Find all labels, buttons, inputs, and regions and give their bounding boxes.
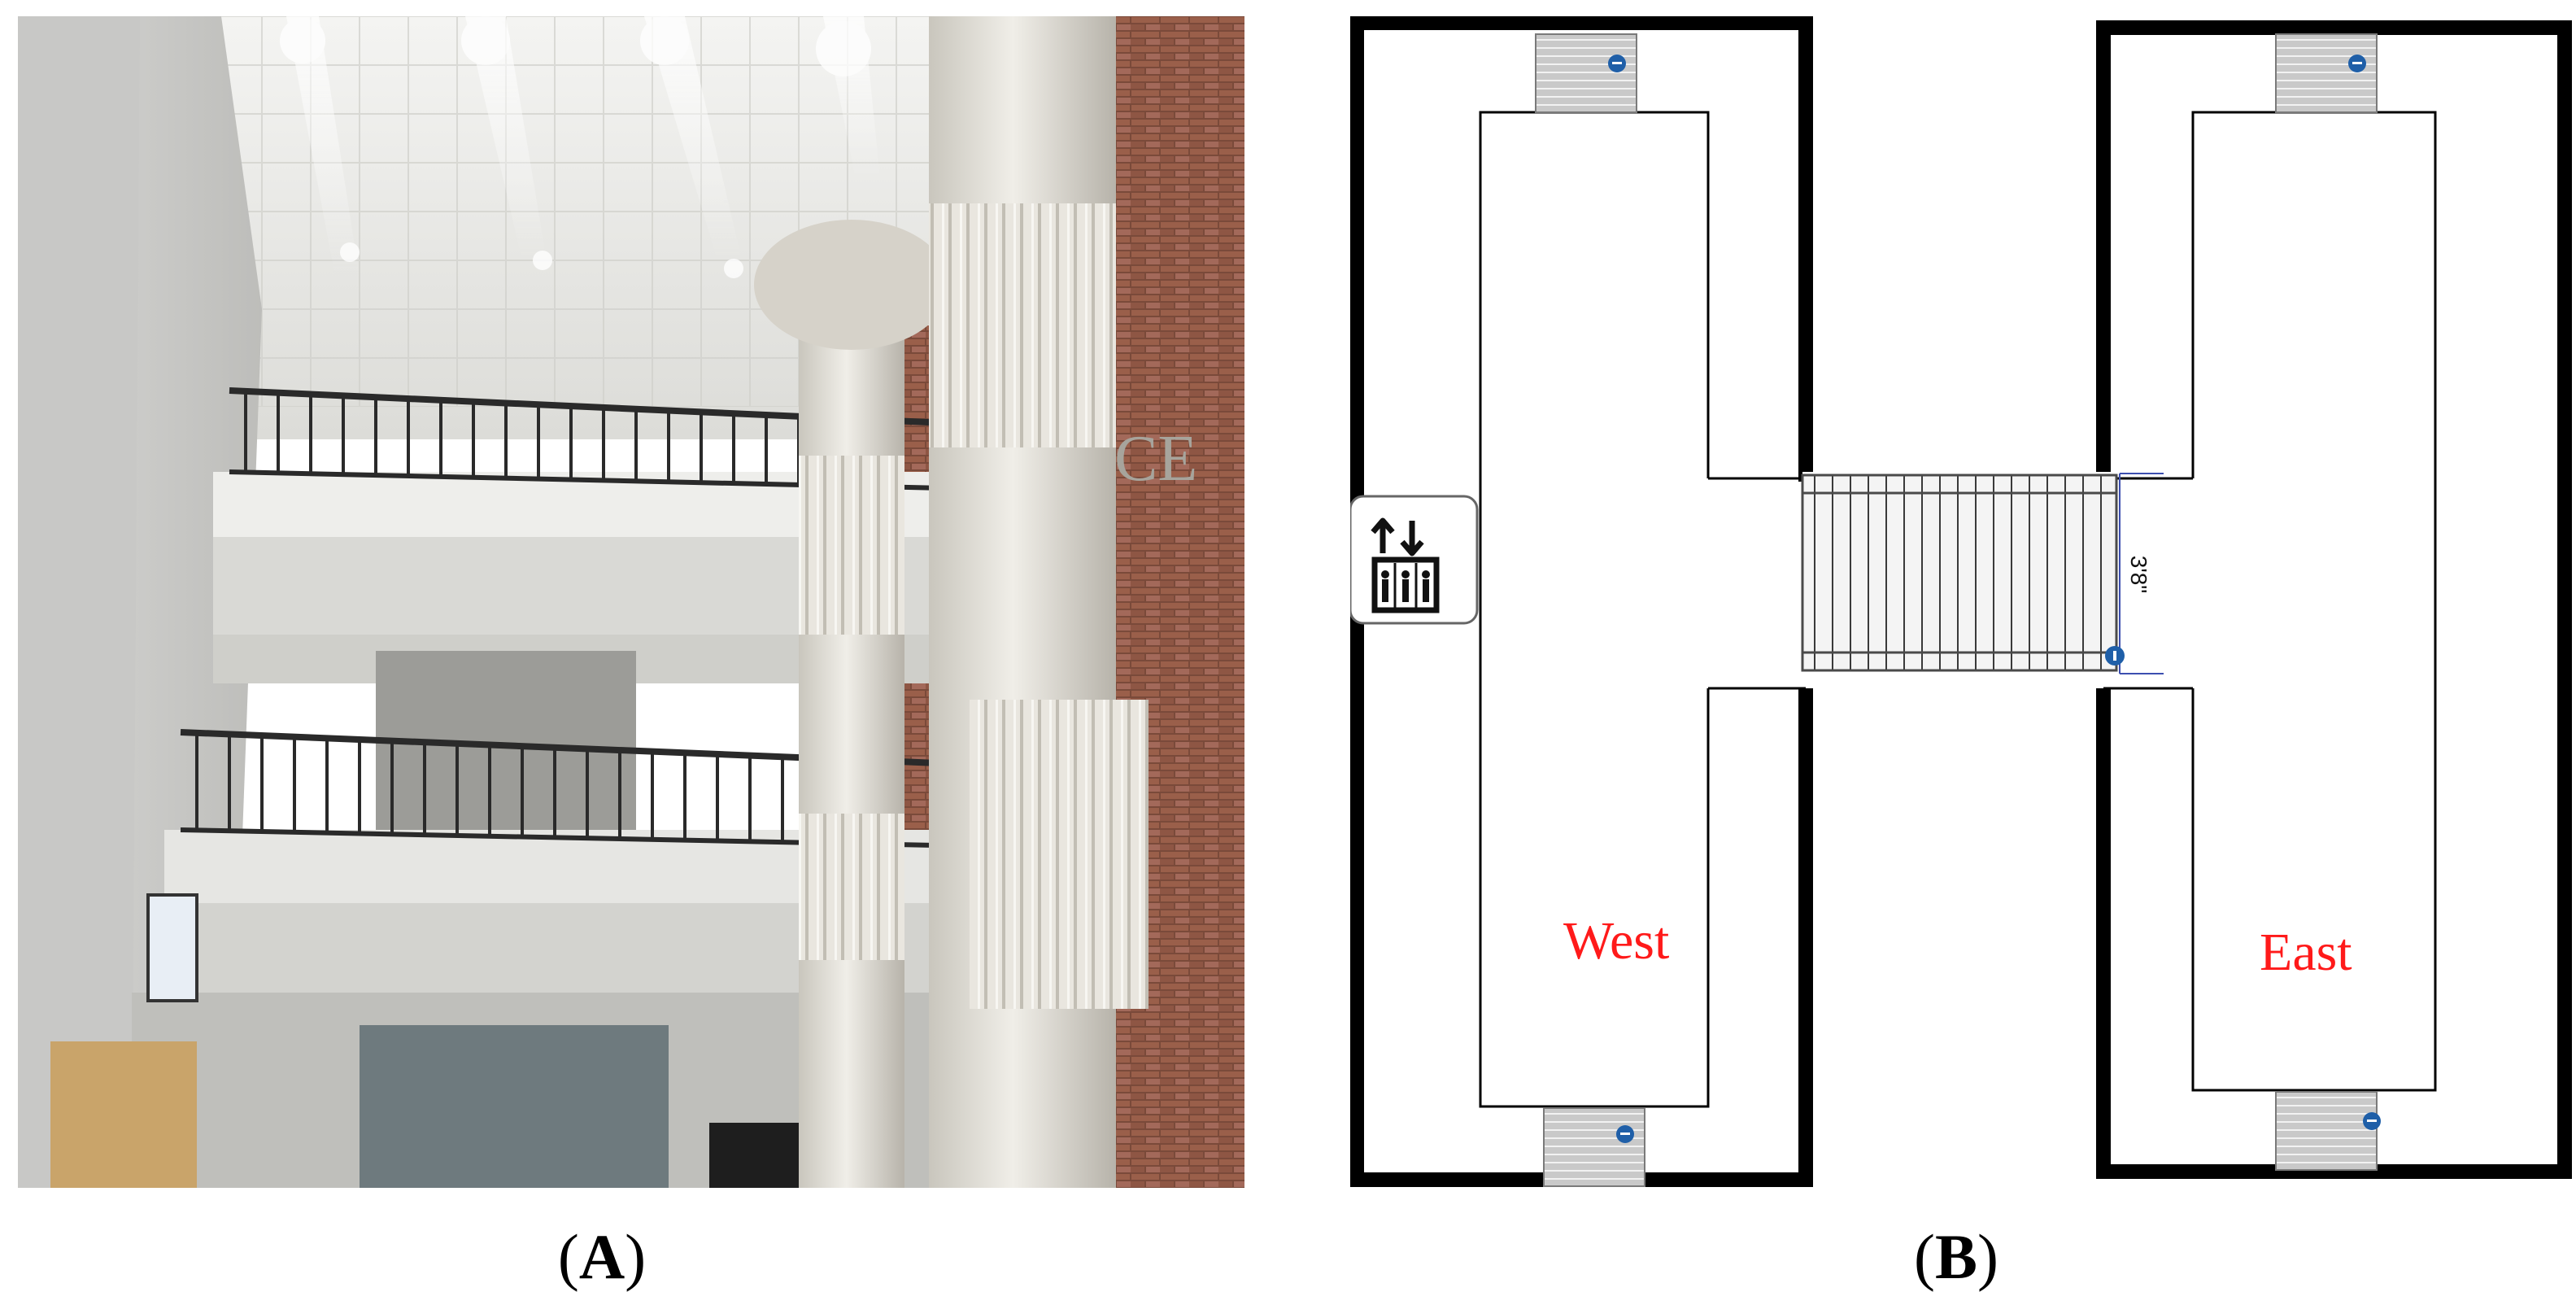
east-wing (2096, 20, 2572, 1179)
panel-b-letter: B (1934, 1221, 1978, 1292)
east-label: East (2260, 923, 2352, 982)
fluted-column-right (929, 16, 1149, 1188)
stairs-east-top (2275, 33, 2378, 113)
bridge-dimension-label: 3'8" (2126, 556, 2151, 593)
atrium-photo: CE (18, 16, 1244, 1188)
panel-b-caption: (B) (1914, 1221, 1998, 1292)
floor-plan: 3'8" West East (1350, 16, 2572, 1187)
west-label: West (1563, 911, 1669, 971)
ceiling-lights (280, 16, 880, 278)
wall-lettering: CE (1114, 423, 1197, 495)
panel-a-letter: A (578, 1221, 625, 1292)
connecting-bridge (1801, 472, 2164, 675)
stairs-east-bottom (2275, 1091, 2381, 1171)
stairs-west-bottom (1543, 1107, 1645, 1187)
stairs-west-top (1535, 33, 1637, 113)
elevator-icon (1350, 495, 1479, 625)
fluted-column-left (754, 220, 949, 1188)
panel-a-caption: (A) (557, 1221, 647, 1292)
